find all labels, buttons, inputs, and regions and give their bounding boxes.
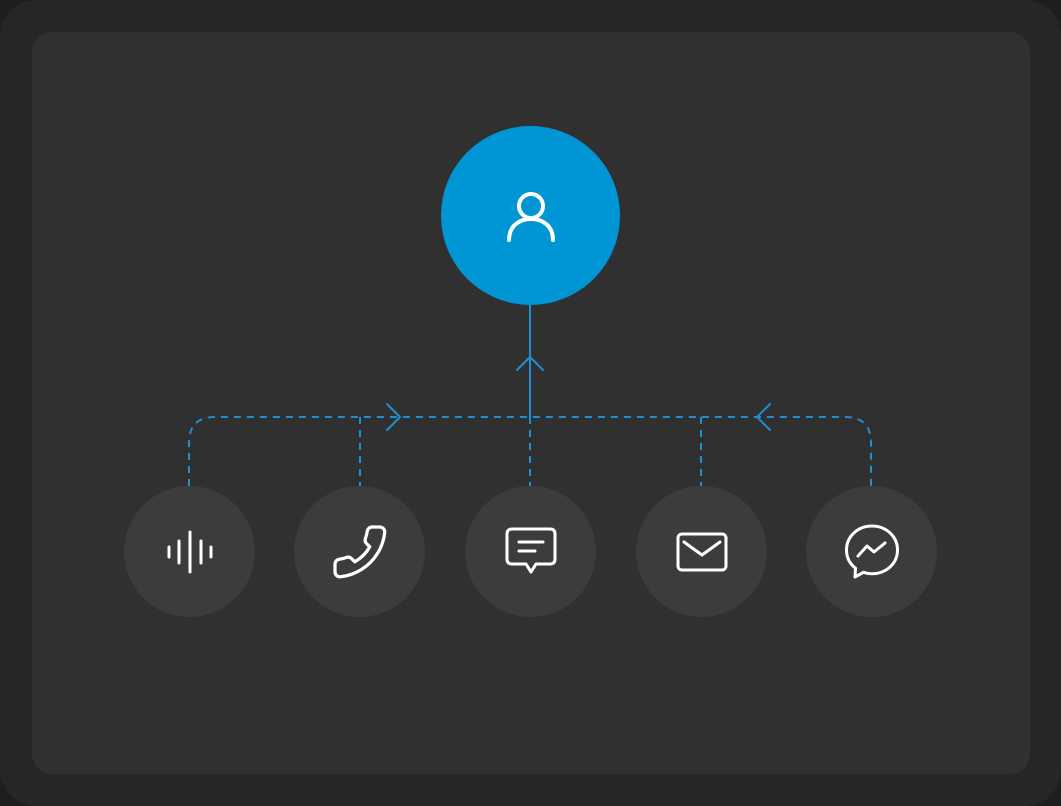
customer-hub-node[interactable] [441, 126, 620, 305]
channel-email[interactable] [636, 486, 767, 617]
arrow-left [756, 403, 771, 431]
channel-messenger[interactable] [806, 486, 937, 617]
chat-bubble-icon [505, 527, 556, 573]
arrow-up [516, 356, 544, 371]
user-icon [506, 191, 555, 242]
channel-sms[interactable] [465, 486, 596, 617]
channel-phone[interactable] [294, 486, 425, 617]
envelope-icon [676, 532, 727, 571]
channel-voice[interactable] [124, 486, 255, 617]
phone-icon [332, 524, 386, 578]
arrow-right [386, 403, 401, 431]
bus-line [188, 416, 872, 486]
messenger-icon [844, 524, 899, 578]
sound-wave-icon [167, 530, 212, 573]
